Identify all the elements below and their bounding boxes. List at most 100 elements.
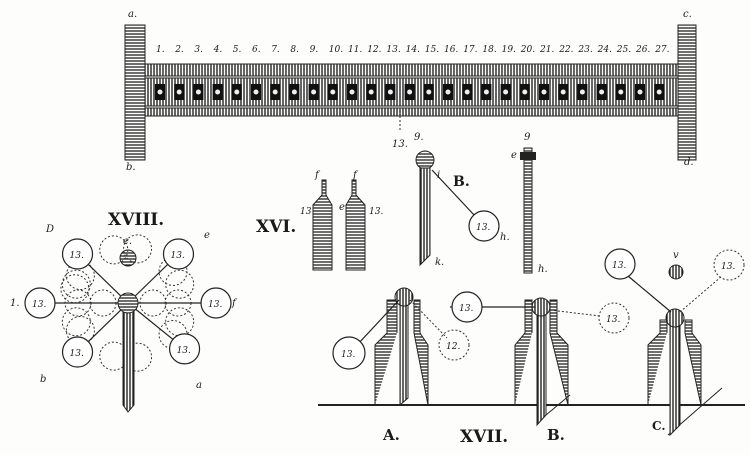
spoke-weight-label: 13. bbox=[70, 349, 84, 359]
spoke-weight bbox=[61, 336, 94, 368]
cell-hole bbox=[215, 89, 221, 95]
cell-hole bbox=[349, 89, 355, 95]
spoke-weight bbox=[24, 287, 56, 319]
cell-hole bbox=[253, 89, 259, 95]
cell-hole bbox=[234, 89, 240, 95]
fig-xvi-left-num: 13 bbox=[300, 207, 312, 217]
label-c: c. bbox=[683, 9, 692, 20]
weight-a bbox=[332, 336, 366, 370]
bar-number: 24. bbox=[597, 45, 612, 55]
cell-hole bbox=[291, 89, 297, 95]
cell-hole bbox=[407, 89, 413, 95]
cell-hole bbox=[426, 89, 432, 95]
bar-number: 13. bbox=[386, 45, 400, 55]
cell-hole bbox=[522, 89, 528, 95]
fig-xvi-f-left: f bbox=[314, 170, 321, 181]
side-top-label: 9 bbox=[524, 132, 531, 143]
fig-xvii-label-c: C. bbox=[652, 419, 666, 433]
fig-xviii-stick bbox=[122, 302, 135, 413]
bar-number: 23. bbox=[577, 45, 592, 55]
bar-number: 1. bbox=[156, 45, 165, 55]
cell-hole bbox=[579, 89, 585, 95]
fig-xvii-label-a: A. bbox=[382, 426, 400, 444]
pin-i-label: i bbox=[437, 170, 440, 181]
pin-ball-label: 9. bbox=[414, 132, 424, 143]
rod-a bbox=[356, 299, 400, 346]
fig-xvii-small-ball bbox=[668, 264, 684, 280]
bar-number: 9. bbox=[310, 45, 319, 55]
bar-number: 6. bbox=[252, 45, 261, 55]
cell-hole bbox=[176, 89, 182, 95]
spoke-weight bbox=[200, 287, 232, 319]
cell-hole bbox=[368, 89, 374, 95]
rod-b-ghost bbox=[549, 309, 601, 317]
cell-hole bbox=[445, 89, 451, 95]
left-post bbox=[124, 24, 146, 161]
pin-weight-label: 13. bbox=[476, 223, 490, 233]
cell-hole bbox=[599, 89, 605, 95]
cell-hole bbox=[387, 89, 393, 95]
cell-hole bbox=[195, 89, 201, 95]
bar-number: 19. bbox=[502, 45, 516, 55]
pillar-right bbox=[345, 179, 366, 271]
fig-xvi-right-num: 13. bbox=[369, 207, 383, 217]
cell-hole bbox=[311, 89, 317, 95]
cell-hole bbox=[272, 89, 278, 95]
fig-xviii-letter-1: 1. bbox=[10, 298, 20, 309]
bar-number: 25. bbox=[616, 45, 631, 55]
bar-number: 8. bbox=[290, 45, 299, 55]
fig-xvi-title: XVI. bbox=[256, 217, 296, 237]
figure-xvii: 13. 12. 13. 13. 13. 13. v A. XVII. B. C. bbox=[318, 248, 745, 447]
fig-xvi-f-right: f bbox=[352, 170, 359, 181]
bar-number: 27. bbox=[654, 45, 669, 55]
figure-xviii: XVIII. e. 13.13.13.13.13.13. D e 1. f b … bbox=[10, 210, 238, 413]
cell-hole bbox=[483, 89, 489, 95]
cell-hole bbox=[637, 89, 643, 95]
bar-number: 3. bbox=[194, 45, 203, 55]
fig-xvi-e: e bbox=[339, 202, 345, 213]
figure-pin-b: 9. 13. B. i k. h. bbox=[414, 132, 510, 268]
weight-a-label: 13. bbox=[341, 350, 355, 360]
fig-xviii-letter-e: e bbox=[204, 230, 210, 241]
weight-b bbox=[451, 291, 483, 323]
spoke-weight bbox=[168, 333, 201, 365]
bar-number: 21. bbox=[539, 45, 554, 55]
scale-bar-figure: 1.2.3.4.5.6.7.8.9.10.11.12.13.14.15.16.1… bbox=[124, 9, 697, 173]
bar-number: 15. bbox=[425, 45, 439, 55]
rod-c-ghost bbox=[679, 275, 723, 313]
side-shaft bbox=[523, 147, 533, 274]
label-d: d. bbox=[684, 157, 694, 168]
ghost-weight bbox=[123, 234, 153, 264]
bar-number: 14. bbox=[406, 45, 420, 55]
pin-rod bbox=[431, 169, 476, 217]
pin-k-label: k. bbox=[435, 257, 444, 268]
fig-xviii-letter-f: f bbox=[231, 298, 238, 309]
ghost-weight bbox=[165, 269, 195, 299]
bar-number: 20. bbox=[520, 45, 535, 55]
weight-b-label: 13. bbox=[459, 304, 473, 314]
weight-a-ghost-label: 12. bbox=[446, 342, 460, 352]
ghost-weight bbox=[99, 235, 129, 265]
weight-c-ghost bbox=[713, 249, 745, 281]
spoke-weight-label: 13. bbox=[170, 251, 184, 261]
bar-number: 12. bbox=[367, 45, 381, 55]
cell-hole bbox=[157, 89, 163, 95]
side-e-label: e bbox=[511, 150, 517, 161]
pin-shaft bbox=[419, 167, 431, 267]
pin-letter-b: B. bbox=[453, 174, 470, 190]
figure-side-view: 9 e h. bbox=[511, 132, 548, 275]
fig-xviii-ball-label: e. bbox=[123, 236, 132, 247]
bar-number: 18. bbox=[482, 45, 496, 55]
bar-number: 5. bbox=[233, 45, 242, 55]
bar-number: 7. bbox=[271, 45, 280, 55]
cell-hole bbox=[618, 89, 624, 95]
bar-number: 10. bbox=[329, 45, 343, 55]
spoke-weight-label: 13. bbox=[70, 251, 84, 261]
cell-hole bbox=[656, 89, 662, 95]
spoke-weight-label: 13. bbox=[177, 346, 191, 356]
cell-hole bbox=[503, 89, 509, 95]
label-a: a. bbox=[128, 9, 137, 20]
bar-number: 4. bbox=[213, 45, 223, 55]
cell-hole bbox=[541, 89, 547, 95]
